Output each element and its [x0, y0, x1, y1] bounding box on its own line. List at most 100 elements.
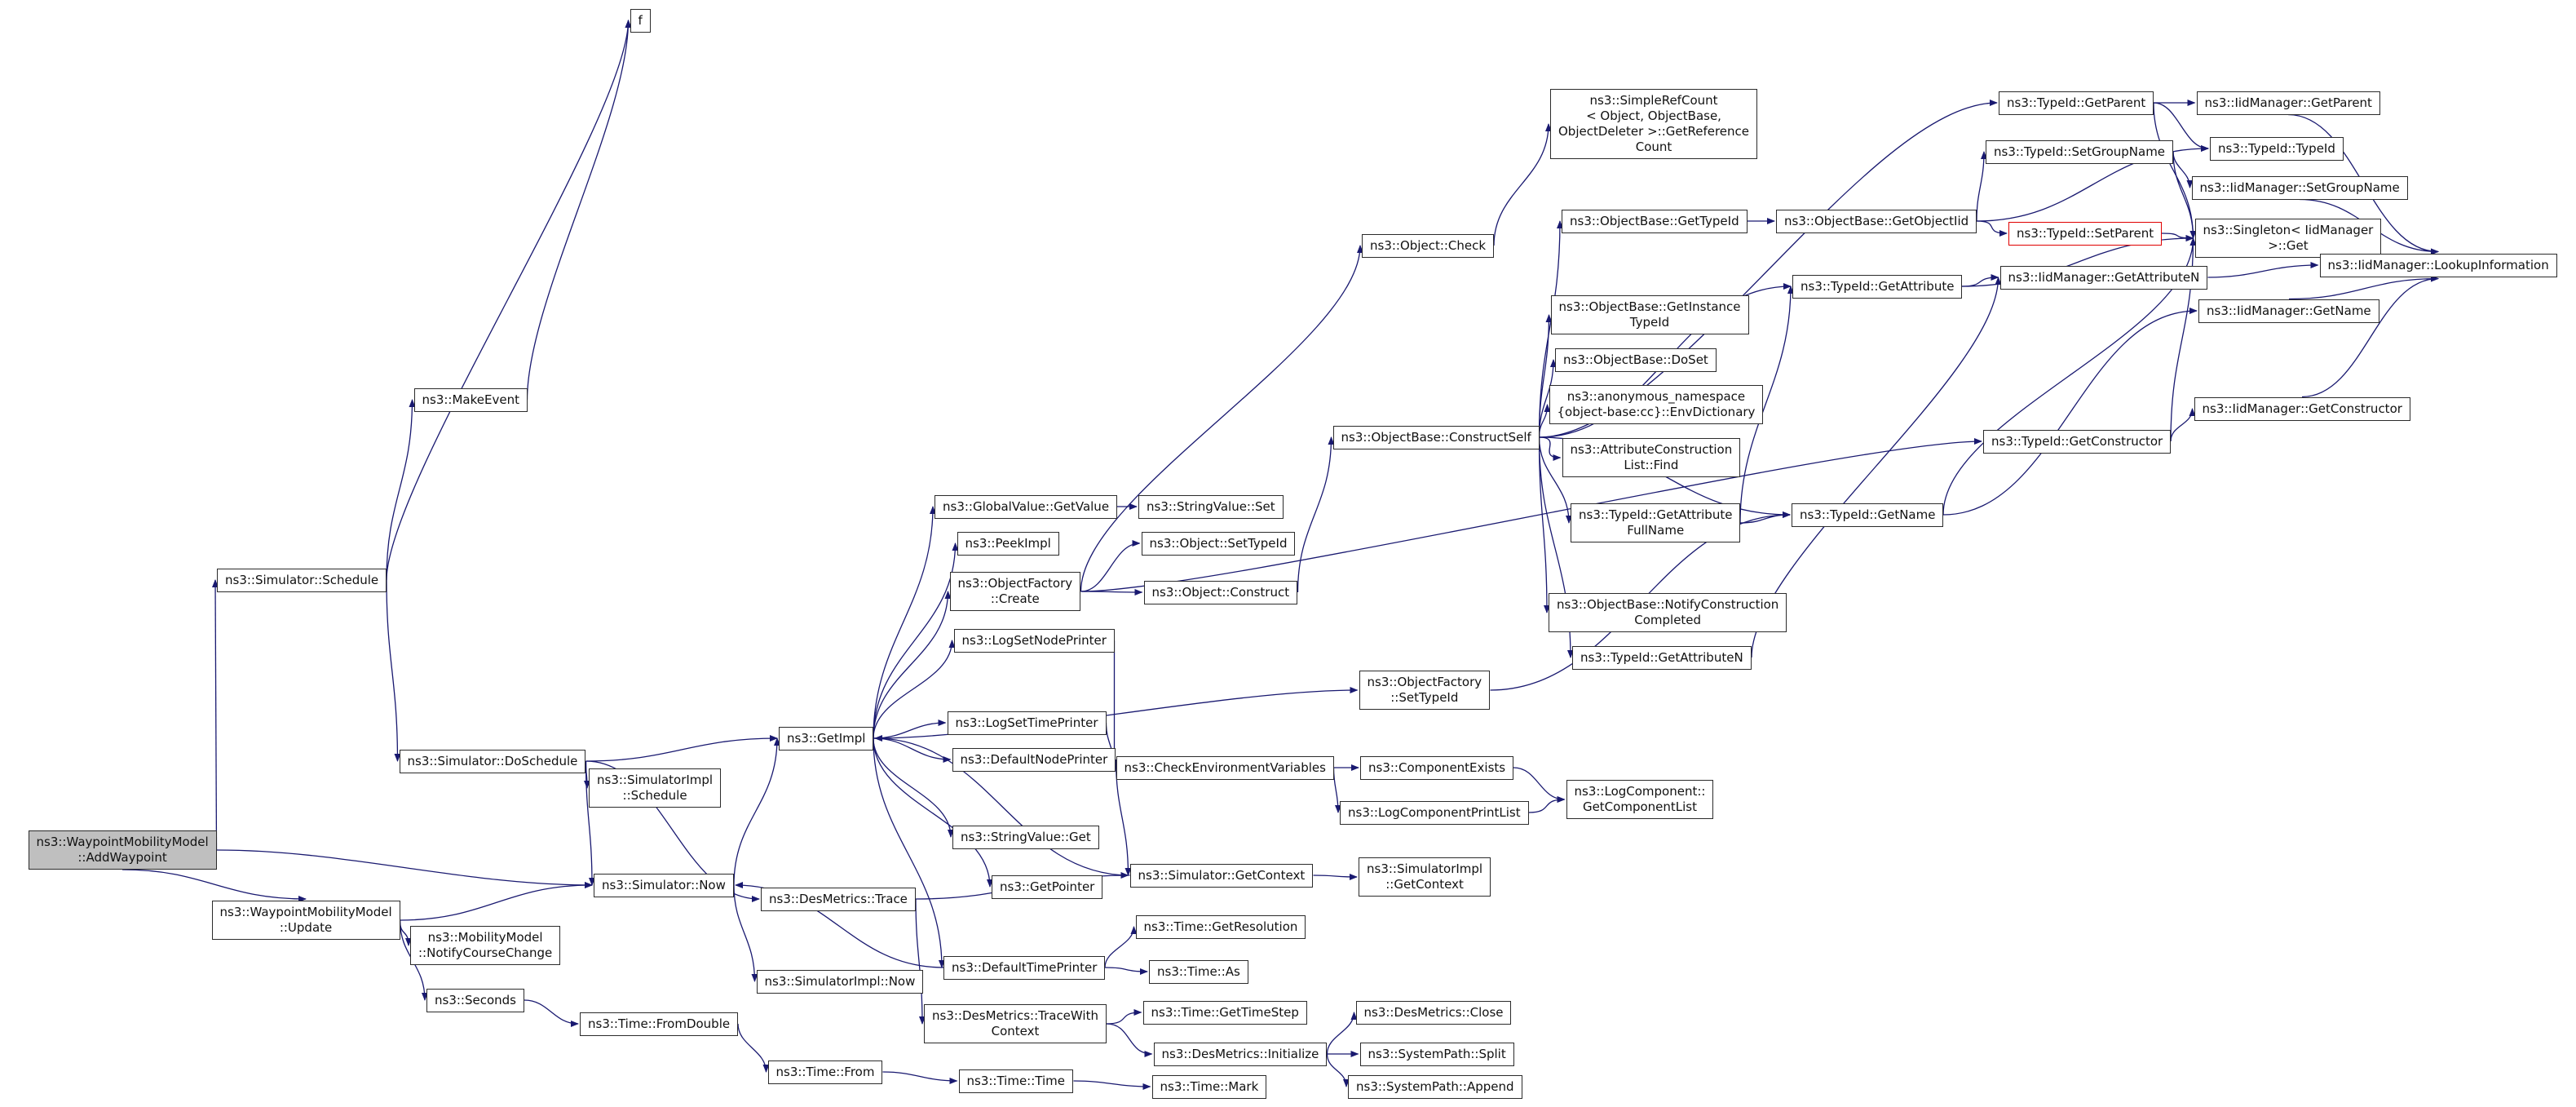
graph-node-label: ns3::PeekImpl — [965, 535, 1051, 551]
graph-node-label: ns3::MakeEvent — [422, 392, 519, 407]
graph-node-object-check[interactable]: ns3::Object::Check — [1362, 233, 1495, 258]
graph-node-label: ns3::SystemPath::Append — [1356, 1078, 1514, 1094]
graph-node-systempath-split[interactable]: ns3::SystemPath::Split — [1359, 1042, 1514, 1066]
call-edge-simulator-now--simimpl-now — [733, 884, 758, 982]
graph-node-typeid-set-group-name[interactable]: ns3::TypeId::SetGroupName — [1986, 139, 2174, 164]
graph-node-log-set-node-printer[interactable]: ns3::LogSetNodePrinter — [953, 628, 1115, 653]
graph-node-label: ns3::WaypointMobilityModel — [219, 905, 392, 919]
call-edge-get-impl--peek-impl — [873, 542, 959, 739]
graph-node-desmetrics-close[interactable]: ns3::DesMetrics::Close — [1355, 1000, 1512, 1025]
graph-node-object-set-typeid[interactable]: ns3::Object::SetTypeId — [1141, 531, 1296, 556]
graph-node-systempath-append[interactable]: ns3::SystemPath::Append — [1348, 1074, 1522, 1099]
graph-node-default-time-printer[interactable]: ns3::DefaultTimePrinter — [943, 955, 1106, 980]
call-edge-typeid-get-name--iid-get-name — [1942, 308, 2198, 516]
graph-node-time-get-time-step[interactable]: ns3::Time::GetTimeStep — [1142, 1000, 1307, 1025]
call-edge-trace-with-context--time-get-time-step — [1106, 1009, 1142, 1025]
graph-node-objectbase-get-typeid[interactable]: ns3::ObjectBase::GetTypeId — [1562, 209, 1748, 233]
graph-node-check-env[interactable]: ns3::CheckEnvironmentVariables — [1116, 755, 1334, 780]
graph-node-iid-get-attribute-n[interactable]: ns3::IidManager::GetAttributeN — [1999, 265, 2208, 290]
graph-node-get-pointer[interactable]: ns3::GetPointer — [992, 875, 1103, 899]
graph-node-wmm-update[interactable]: ns3::WaypointMobilityModel::Update — [211, 901, 400, 940]
graph-node-get-component-list[interactable]: ns3::LogComponent::GetComponentList — [1566, 780, 1714, 819]
graph-node-simple-ref-count[interactable]: ns3::SimpleRefCount< Object, ObjectBase,… — [1550, 89, 1758, 159]
call-edge-trace-with-context--desmetrics-initialize — [1106, 1023, 1153, 1057]
graph-node-time-get-resolution[interactable]: ns3::Time::GetResolution — [1135, 914, 1306, 939]
graph-node-log-set-time-printer[interactable]: ns3::LogSetTimePrinter — [947, 711, 1107, 735]
graph-node-simimpl-now[interactable]: ns3::SimulatorImpl::Now — [756, 969, 924, 994]
graph-node-time-mark[interactable]: ns3::Time::Mark — [1151, 1074, 1267, 1099]
call-edge-do-schedule--get-impl — [585, 735, 778, 762]
graph-node-default-node-printer[interactable]: ns3::DefaultNodePrinter — [952, 747, 1116, 772]
graph-node-lookup-information[interactable]: ns3::IidManager::LookupInformation — [2319, 253, 2557, 277]
graph-node-time-time[interactable]: ns3::Time::Time — [958, 1069, 1073, 1093]
call-edge-object-construct--construct-self — [1297, 436, 1335, 593]
graph-node-time-from[interactable]: ns3::Time::From — [767, 1060, 883, 1084]
graph-node-construct-self[interactable]: ns3::ObjectBase::ConstructSelf — [1332, 425, 1540, 449]
graph-node-seconds[interactable]: ns3::Seconds — [426, 988, 524, 1012]
graph-node-typeid-typeid[interactable]: ns3::TypeId::TypeId — [2210, 136, 2344, 161]
graph-node-simimpl-get-context[interactable]: ns3::SimulatorImpl::GetContext — [1359, 857, 1491, 897]
graph-node-notify-course-change[interactable]: ns3::MobilityModel::NotifyCourseChange — [410, 926, 561, 965]
call-edge-typeid-set-parent--singleton-get — [2161, 232, 2194, 241]
graph-node-iid-get-parent[interactable]: ns3::IidManager::GetParent — [2196, 91, 2380, 115]
graph-node-typeid-set-parent[interactable]: ns3::TypeId::SetParent — [2008, 221, 2163, 246]
graph-node-env-dictionary[interactable]: ns3::anonymous_namespace{object-base:cc}… — [1549, 385, 1764, 424]
graph-node-label: ::GetContext — [1385, 877, 1464, 892]
graph-node-f[interactable]: f — [630, 8, 651, 33]
graph-node-label: ns3::IidManager::LookupInformation — [2327, 257, 2549, 272]
graph-node-label: < Object, ObjectBase, — [1586, 108, 1721, 123]
graph-node-objectfactory-create[interactable]: ns3::ObjectFactory::Create — [949, 572, 1081, 611]
graph-node-objectbase-doset[interactable]: ns3::ObjectBase::DoSet — [1555, 348, 1717, 372]
graph-node-label: ns3::ObjectBase::GetObjectIid — [1784, 213, 1969, 228]
graph-node-get-object-iid[interactable]: ns3::ObjectBase::GetObjectIid — [1776, 209, 1977, 233]
graph-node-iid-set-group-name[interactable]: ns3::IidManager::SetGroupName — [2191, 175, 2408, 200]
graph-node-typeid-get-constructor[interactable]: ns3::TypeId::GetConstructor — [1983, 429, 2172, 454]
graph-node-peek-impl[interactable]: ns3::PeekImpl — [957, 531, 1059, 556]
graph-node-iid-get-constructor[interactable]: ns3::IidManager::GetConstructor — [2194, 396, 2410, 421]
graph-node-label: ns3::TypeId::GetParent — [2007, 95, 2146, 110]
graph-node-label: ns3::IidManager::GetParent — [2204, 95, 2372, 110]
graph-node-simimpl-schedule[interactable]: ns3::SimulatorImpl::Schedule — [589, 768, 722, 808]
graph-node-globalvalue-getvalue[interactable]: ns3::GlobalValue::GetValue — [935, 494, 1118, 519]
graph-node-objectfactory-set-typeid[interactable]: ns3::ObjectFactory::SetTypeId — [1359, 671, 1491, 710]
graph-node-do-schedule[interactable]: ns3::Simulator::DoSchedule — [399, 749, 586, 773]
graph-node-stringvalue-get[interactable]: ns3::StringValue::Get — [952, 825, 1099, 849]
graph-node-time-from-double[interactable]: ns3::Time::FromDouble — [580, 1012, 739, 1036]
graph-node-label: ns3::LogComponent:: — [1574, 784, 1706, 799]
graph-node-label: ns3::DesMetrics::TraceWith — [932, 1008, 1098, 1023]
graph-node-make-event[interactable]: ns3::MakeEvent — [413, 387, 528, 412]
graph-node-log-component-print-list[interactable]: ns3::LogComponentPrintList — [1340, 800, 1529, 825]
graph-node-simulator-schedule[interactable]: ns3::Simulator::Schedule — [217, 568, 387, 592]
graph-node-get-impl[interactable]: ns3::GetImpl — [779, 726, 874, 751]
graph-node-typeid-get-attribute[interactable]: ns3::TypeId::GetAttribute — [1792, 274, 1963, 299]
graph-node-time-as[interactable]: ns3::Time::As — [1149, 959, 1248, 984]
graph-node-simulator-now[interactable]: ns3::Simulator::Now — [594, 873, 734, 897]
graph-node-typeid-get-name[interactable]: ns3::TypeId::GetName — [1792, 503, 1944, 527]
graph-node-component-exists[interactable]: ns3::ComponentExists — [1360, 755, 1514, 780]
graph-node-typeid-get-parent[interactable]: ns3::TypeId::GetParent — [1999, 91, 2154, 115]
graph-node-label: ns3::TypeId::SetParent — [2017, 225, 2154, 241]
call-edge-desmetrics-initialize--desmetrics-close — [1326, 1012, 1358, 1055]
graph-node-label: ns3::Simulator::DoSchedule — [407, 753, 578, 768]
graph-node-desmetrics-trace[interactable]: ns3::DesMetrics::Trace — [761, 887, 916, 911]
graph-node-label: ::AddWaypoint — [77, 850, 167, 865]
graph-node-singleton-get[interactable]: ns3::Singleton< IidManager >::Get — [2194, 219, 2382, 258]
graph-node-stringvalue-set[interactable]: ns3::StringValue::Set — [1138, 494, 1284, 519]
graph-node-desmetrics-initialize[interactable]: ns3::DesMetrics::Initialize — [1153, 1042, 1328, 1066]
graph-node-object-construct[interactable]: ns3::Object::Construct — [1143, 580, 1298, 604]
graph-node-label: ns3::anonymous_namespace — [1566, 389, 1746, 404]
graph-node-add-waypoint[interactable]: ns3::WaypointMobilityModel::AddWaypoint — [28, 830, 217, 870]
graph-node-typeid-get-attribute-n[interactable]: ns3::TypeId::GetAttributeN — [1572, 645, 1752, 670]
graph-node-label: ::Update — [279, 920, 333, 935]
graph-node-label: ns3::LogSetNodePrinter — [961, 632, 1107, 648]
graph-node-simulator-get-context[interactable]: ns3::Simulator::GetContext — [1129, 863, 1314, 888]
graph-node-label: ns3::Simulator::GetContext — [1138, 867, 1306, 883]
graph-node-iid-get-name[interactable]: ns3::IidManager::GetName — [2198, 299, 2379, 323]
call-edge-construct-self--objectbase-doset — [1538, 359, 1557, 438]
graph-node-label: ns3::Time::GetResolution — [1143, 919, 1298, 934]
